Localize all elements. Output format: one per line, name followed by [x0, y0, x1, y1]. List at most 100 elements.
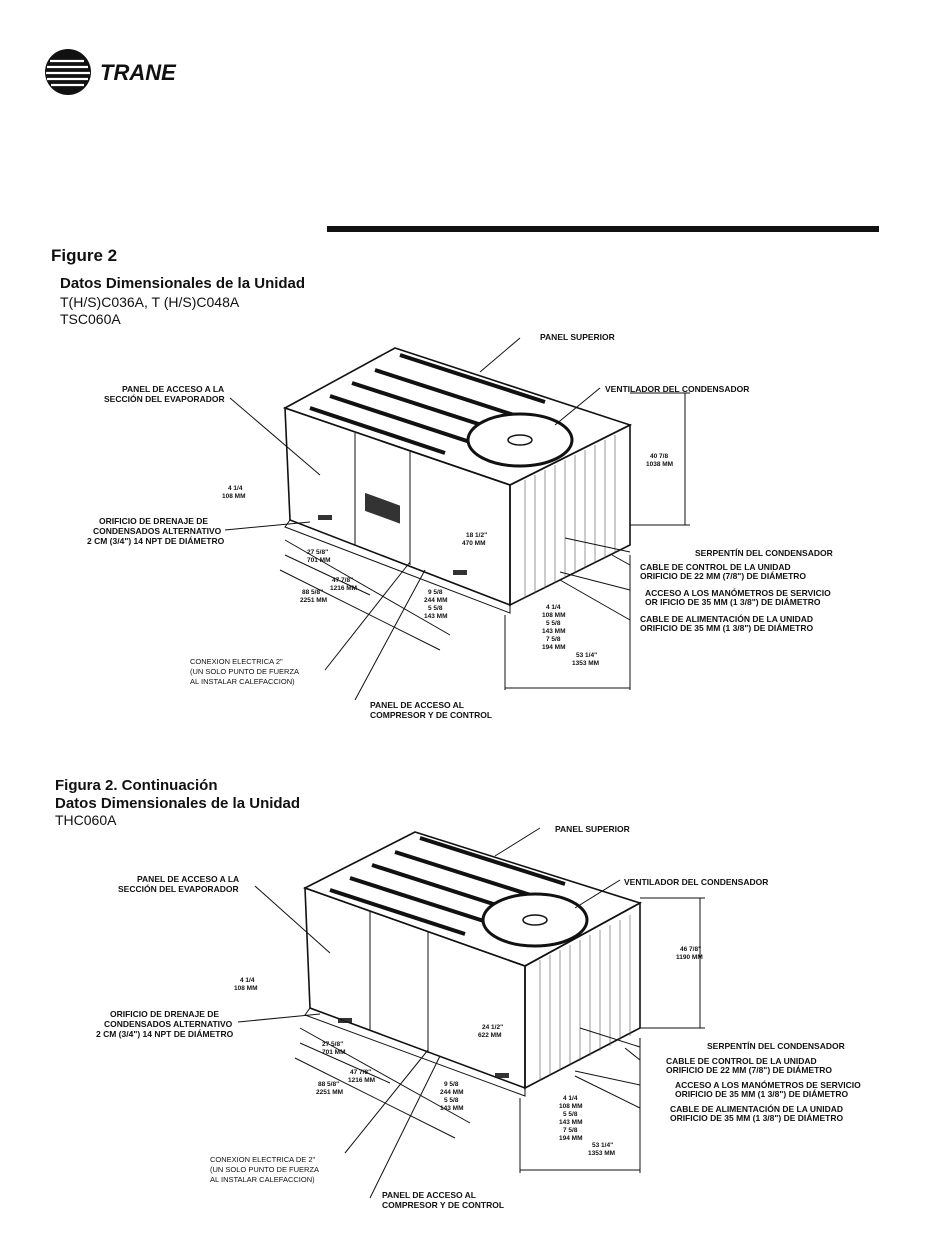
dim-d5a-mm: 143 MM — [440, 1105, 463, 1112]
dim-d53-mm: 1353 MM — [588, 1150, 615, 1157]
dim-d4b-in: 4 1/4 — [563, 1095, 578, 1102]
dim-d4b-in: 4 1/4 — [546, 604, 561, 611]
dim-height-in: 46 7/8" — [680, 946, 701, 953]
figure2-diagram: PANEL SUPERIOR PANEL DE ACCESO A LA SECC… — [0, 818, 950, 1218]
label-gauge-access-2: OR IFICIO DE 35 MM (1 3/8") DE DIÁMETRO — [645, 597, 821, 607]
dim-d7-mm: 194 MM — [559, 1135, 582, 1142]
dim-d27-mm: 701 MM — [307, 557, 330, 564]
dim-d4b-mm: 108 MM — [559, 1103, 582, 1110]
label-control-wire-2: ORIFICIO DE 22 MM (7/8") DE DIÁMETRO — [666, 1065, 832, 1075]
dim-d18-mm: 470 MM — [462, 540, 485, 547]
dim-d4-mm: 108 MM — [222, 493, 245, 500]
dim-height-in: 40 7/8 — [650, 453, 668, 460]
dim-d88-mm: 2251 MM — [300, 597, 327, 604]
label-elec-conn-3: AL INSTALAR CALEFACCION) — [210, 1175, 315, 1184]
trane-logo: TRANE — [44, 44, 204, 100]
dim-d27-in: 27 5/8" — [307, 549, 328, 556]
label-comp-access-1: PANEL DE ACCESO AL — [370, 700, 464, 710]
label-power-wire-1: CABLE DE ALIMENTACIÓN DE LA UNIDAD — [670, 1103, 843, 1114]
unit-body — [283, 347, 633, 614]
dim-d7-mm: 194 MM — [542, 644, 565, 651]
label-power-wire-1: CABLE DE ALIMENTACIÓN DE LA UNIDAD — [640, 613, 813, 624]
dim-d88-mm: 2251 MM — [316, 1089, 343, 1096]
figure2-title: Datos Dimensionales de la Unidad — [55, 795, 301, 812]
dim-d47-mm: 1216 MM — [348, 1077, 375, 1084]
label-drain-3: 2 CM (3/4") 14 NPT DE DIÁMETRO — [87, 536, 225, 546]
label-power-wire-2: ORIFICIO DE 35 MM (1 3/8") DE DIÁMETRO — [640, 623, 813, 633]
label-condenser-coil: SERPENTÍN DEL CONDENSADOR — [695, 548, 833, 558]
unit-body — [302, 831, 643, 1097]
dim-d4b-mm: 108 MM — [542, 612, 565, 619]
dim-d53-mm: 1353 MM — [572, 660, 599, 667]
dim-d9-mm: 244 MM — [440, 1089, 463, 1096]
label-elec-conn-2: (UN SOLO PUNTO DE FUERZA — [210, 1165, 319, 1174]
condenser-fan-icon — [481, 892, 589, 948]
label-control-wire-2: ORIFICIO DE 22 MM (7/8") DE DIÁMETRO — [640, 571, 806, 581]
label-comp-access-1: PANEL DE ACCESO AL — [382, 1190, 476, 1200]
dim-d88-in: 88 5/8" — [318, 1081, 339, 1088]
label-condenser-fan: VENTILADOR DEL CONDENSADOR — [605, 384, 749, 394]
label-drain-1: ORIFICIO DE DRENAJE DE — [110, 1009, 219, 1019]
dim-d7-in: 7 5/8 — [563, 1127, 578, 1134]
label-gauge-access-2: ORIFICIO DE 35 MM (1 3/8") DE DIÁMETRO — [675, 1089, 848, 1099]
figure1-label: Figure 2 — [51, 246, 118, 265]
dim-d5a-in: 5 5/8 — [444, 1097, 459, 1104]
dim-height-mm: 1190 MM — [676, 954, 703, 961]
label-elec-conn-1: CONEXION ELECTRICA DE 2" — [210, 1155, 316, 1164]
dim-d18-mm: 622 MM — [478, 1032, 501, 1039]
figure1-models-1: T(H/S)C036A, T (H/S)C048A — [60, 294, 240, 310]
label-gauge-access-1: ACCESO A LOS MANÓMETROS DE SERVICIO — [645, 587, 831, 598]
dim-d4-in: 4 1/4 — [240, 977, 255, 984]
dim-d5a-in: 5 5/8 — [428, 605, 443, 612]
label-comp-access-2: COMPRESOR Y DE CONTROL — [382, 1200, 504, 1210]
label-condenser-fan: VENTILADOR DEL CONDENSADOR — [624, 877, 768, 887]
label-gauge-access-1: ACCESO A LOS MANÓMETROS DE SERVICIO — [675, 1079, 861, 1090]
dim-d9-in: 9 5/8 — [428, 589, 443, 596]
label-evap-access-2: SECCIÓN DEL EVAPORADOR — [118, 883, 239, 894]
logo-text: TRANE — [100, 60, 177, 85]
figure2-models-1: THC060A — [55, 812, 117, 828]
label-power-wire-2: ORIFICIO DE 35 MM (1 3/8") DE DIÁMETRO — [670, 1113, 843, 1123]
header-rule — [327, 226, 879, 232]
label-control-wire-1: CABLE DE CONTROL DE LA UNIDAD — [666, 1056, 817, 1066]
label-drain-2: CONDENSADOS ALTERNATIVO — [104, 1019, 233, 1029]
dim-d18-in: 18 1/2" — [466, 532, 487, 539]
dim-d9-in: 9 5/8 — [444, 1081, 459, 1088]
dim-d88-in: 88 5/8" — [302, 589, 323, 596]
label-evap-access-1: PANEL DE ACCESO A LA — [122, 384, 224, 394]
dim-d27-in: 27 5/8" — [322, 1041, 343, 1048]
dim-height-mm: 1038 MM — [646, 461, 673, 468]
dim-d7-in: 7 5/8 — [546, 636, 561, 643]
dim-d47-mm: 1216 MM — [330, 585, 357, 592]
label-control-wire-1: CABLE DE CONTROL DE LA UNIDAD — [640, 562, 791, 572]
label-elec-conn-2: (UN SOLO PUNTO DE FUERZA — [190, 667, 299, 676]
dim-d53-in: 53 1/4" — [576, 652, 597, 659]
label-drain-2: CONDENSADOS ALTERNATIVO — [93, 526, 222, 536]
condenser-fan-icon — [466, 412, 574, 468]
dim-d47-in: 47 7/8" — [350, 1069, 371, 1076]
dim-d5b-in: 5 5/8 — [563, 1111, 578, 1118]
figure2-label: Figura 2. Continuación — [55, 777, 218, 794]
figure1-models-2: TSC060A — [60, 311, 121, 327]
label-drain-3: 2 CM (3/4") 14 NPT DE DIÁMETRO — [96, 1029, 234, 1039]
label-elec-conn-1: CONEXION ELECTRICA 2" — [190, 657, 283, 666]
label-comp-access-2: COMPRESOR Y DE CONTROL — [370, 710, 492, 720]
label-condenser-coil: SERPENTÍN DEL CONDENSADOR — [707, 1041, 845, 1051]
dim-d5a-mm: 143 MM — [424, 613, 447, 620]
dim-d5b-in: 5 5/8 — [546, 620, 561, 627]
dim-d4-in: 4 1/4 — [228, 485, 243, 492]
dim-d27-mm: 701 MM — [322, 1049, 345, 1056]
label-top-panel: PANEL SUPERIOR — [540, 332, 615, 342]
dim-d9-mm: 244 MM — [424, 597, 447, 604]
dim-d5b-mm: 143 MM — [559, 1119, 582, 1126]
dim-d47-in: 47 7/8" — [332, 577, 353, 584]
dim-d53-in: 53 1/4" — [592, 1142, 613, 1149]
label-evap-access-2: SECCIÓN DEL EVAPORADOR — [104, 393, 225, 404]
dim-d18-in: 24 1/2" — [482, 1024, 503, 1031]
label-elec-conn-3: AL INSTALAR CALEFACCION) — [190, 677, 295, 686]
dim-d5b-mm: 143 MM — [542, 628, 565, 635]
label-top-panel: PANEL SUPERIOR — [555, 824, 630, 834]
label-drain-1: ORIFICIO DE DRENAJE DE — [99, 516, 208, 526]
figure1-diagram: PANEL SUPERIOR PANEL DE ACCESO A LA SECC… — [0, 330, 950, 730]
figure1-title: Datos Dimensionales de la Unidad — [60, 275, 306, 292]
